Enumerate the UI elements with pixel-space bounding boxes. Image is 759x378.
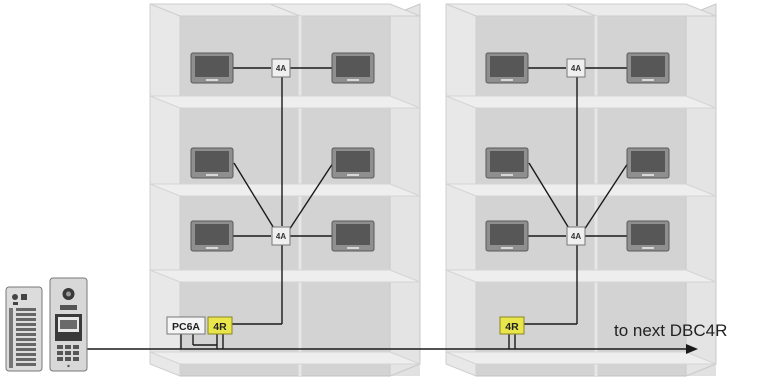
call-button-panel xyxy=(5,286,43,372)
monitor-icon xyxy=(190,52,234,84)
monitor-icon xyxy=(626,52,670,84)
monitor-icon xyxy=(626,220,670,252)
distributor-label: 4A xyxy=(571,64,581,73)
power-supply-pc6a: PC6A xyxy=(166,316,206,335)
riser-distributor-4a: 4A xyxy=(271,226,291,246)
next-unit-note: to next DBC4R xyxy=(614,321,727,340)
arrow-right-icon xyxy=(686,344,698,354)
building-1-wiring xyxy=(180,67,334,349)
floor-distributor-4a: 4A xyxy=(271,58,291,78)
floor-distributor-4a: 4A xyxy=(566,58,586,78)
video-door-station xyxy=(49,277,88,372)
distributor-label: 4A xyxy=(276,232,286,241)
monitor-icon xyxy=(626,147,670,179)
distributor-label: 4A xyxy=(571,232,581,241)
monitor-icon xyxy=(485,220,529,252)
riser-distributor-4a: 4A xyxy=(566,226,586,246)
monitor-icon xyxy=(190,220,234,252)
building-2: 4A 4A 4R xyxy=(444,2,718,378)
controller-label: 4R xyxy=(505,321,519,333)
main-bus-line xyxy=(87,344,698,354)
monitor-icon xyxy=(331,52,375,84)
controller-label: 4R xyxy=(213,321,227,333)
controller-4r: 4R xyxy=(499,316,525,335)
building-1: 4A 4A PC6A 4R xyxy=(148,2,422,378)
building-2-wiring xyxy=(508,67,629,349)
keypad xyxy=(57,345,79,361)
monitor-icon xyxy=(485,52,529,84)
monitor-icon xyxy=(190,147,234,179)
controller-4r: 4R xyxy=(207,316,233,335)
distributor-label: 4A xyxy=(276,64,286,73)
monitor-icon xyxy=(331,220,375,252)
monitor-icon xyxy=(485,147,529,179)
power-supply-label: PC6A xyxy=(172,321,200,333)
monitor-icon xyxy=(331,147,375,179)
